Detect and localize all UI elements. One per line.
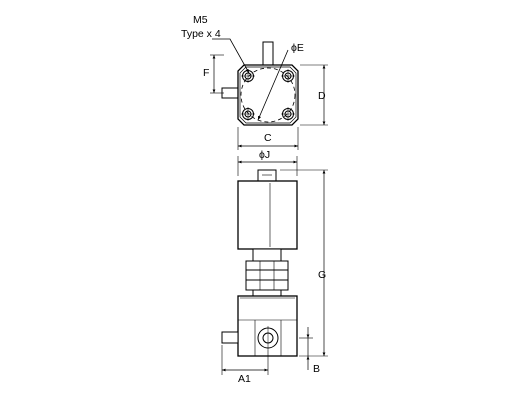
thread-leader [212,38,250,74]
armature-tube-2 [245,269,289,281]
armature-tube-1 [245,260,289,271]
thread-spec-label: Type x 4 [181,28,221,40]
dim-c-label: C [264,132,272,144]
dim-b-label: B [313,363,320,375]
lock-nut [252,248,282,262]
mounting-hole-br [281,107,295,121]
valve-neck [252,289,282,297]
dim-f-label: F [203,67,209,79]
coil-body [237,180,298,250]
dim-d-label: D [318,90,326,102]
dim-e-label: ϕE [291,42,304,54]
dim-j-label: ϕJ [259,149,270,161]
armature-tube-3 [245,279,289,291]
valve-body [237,295,298,357]
thread-size-label: M5 [193,14,208,26]
top-view-flange-outer [237,64,299,126]
top-view [210,38,328,150]
dim-a1-label: A1 [238,373,251,385]
mounting-hole-bl [241,107,255,121]
front-view [221,156,328,375]
diameter-e-leader [257,49,289,121]
coil-top-cap [257,169,277,182]
top-view-stub-top [262,41,274,67]
top-view-hidden-circle [240,67,296,123]
top-view-flange-inner [239,66,297,124]
mounting-hole-tr [281,69,295,83]
top-view-stub-left [221,87,239,99]
side-port [221,331,239,344]
dim-g-label: G [318,269,326,281]
